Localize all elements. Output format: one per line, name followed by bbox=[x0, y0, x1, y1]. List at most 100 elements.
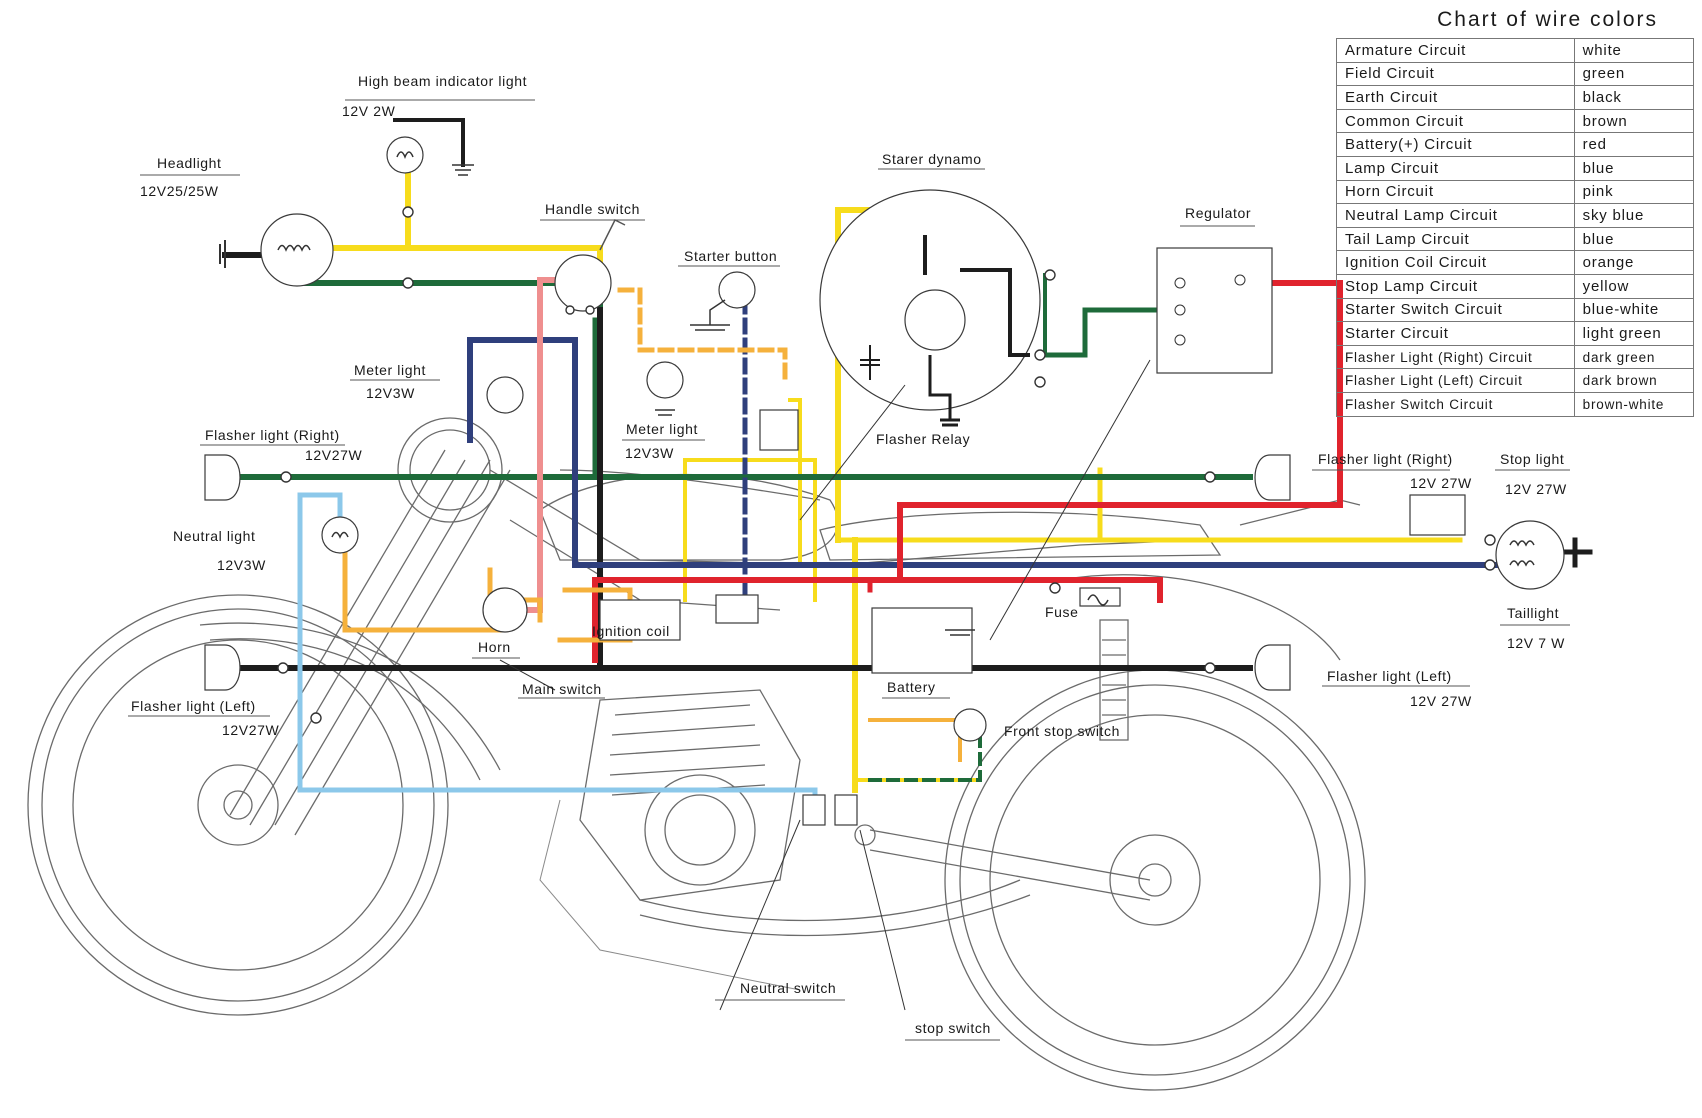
meter-light-right-rating: 12V3W bbox=[625, 445, 674, 461]
headlight-label: Headlight bbox=[157, 155, 222, 171]
high-beam-indicator-lamp bbox=[386, 136, 424, 174]
horn bbox=[482, 587, 528, 633]
neutral-switch-label: Neutral switch bbox=[740, 980, 836, 996]
main-switch bbox=[715, 594, 759, 624]
wire-color-name: brown bbox=[1573, 108, 1695, 134]
headlight-rating: 12V25/25W bbox=[140, 183, 219, 199]
ignition-coil-label: Ignition coil bbox=[592, 623, 670, 639]
circuit-name: Tail Lamp Circuit bbox=[1336, 226, 1575, 252]
front-stop-switch-label: Front stop switch bbox=[1004, 723, 1120, 739]
circuit-name: Starter Circuit bbox=[1336, 321, 1575, 346]
flasher-front-left-label: Flasher light (Left) bbox=[131, 698, 256, 714]
circuit-name: Starter Switch Circuit bbox=[1336, 297, 1575, 323]
wire-color-name: red bbox=[1573, 132, 1695, 157]
wire-color-name: dark green bbox=[1573, 344, 1695, 370]
flasher-front-right bbox=[204, 454, 241, 501]
components bbox=[204, 136, 1565, 826]
wire-color-name: light green bbox=[1573, 321, 1695, 346]
flasher-rear-left-label: Flasher light (Left) bbox=[1327, 668, 1452, 684]
wire-color-name: brown-white bbox=[1573, 391, 1695, 417]
circuit-name: Flasher Light (Left) Circuit bbox=[1336, 368, 1575, 393]
flasher-relay bbox=[759, 409, 799, 451]
circuit-name: Horn Circuit bbox=[1336, 179, 1575, 205]
circuit-name: Neutral Lamp Circuit bbox=[1336, 203, 1575, 228]
wire-color-name: yellow bbox=[1573, 273, 1695, 299]
flasher-front-left bbox=[204, 644, 241, 691]
neutral-light bbox=[321, 516, 359, 554]
wire-color-name: dark brown bbox=[1573, 368, 1695, 393]
fuse bbox=[1079, 587, 1121, 607]
taillight-rating: 12V 7 W bbox=[1507, 635, 1565, 651]
starter-button bbox=[718, 271, 756, 309]
circuit-name: Stop Lamp Circuit bbox=[1336, 273, 1575, 299]
handle-switch bbox=[554, 254, 612, 312]
fuse-label: Fuse bbox=[1045, 604, 1079, 620]
wire-color-name: green bbox=[1573, 61, 1695, 87]
handle-switch-label: Handle switch bbox=[545, 201, 640, 217]
flasher-rear-right bbox=[1254, 454, 1291, 501]
horn-label: Horn bbox=[478, 639, 511, 655]
battery-label: Battery bbox=[887, 679, 936, 695]
circuit-name: Flasher Switch Circuit bbox=[1336, 391, 1575, 417]
circuit-name: Ignition Coil Circuit bbox=[1336, 250, 1575, 275]
high-beam-label: High beam indicator light bbox=[358, 73, 527, 89]
circuit-name: Armature Circuit bbox=[1336, 38, 1575, 63]
stop-switch bbox=[834, 794, 858, 826]
meter-light-right-label: Meter light bbox=[626, 421, 698, 437]
neutral-light-rating: 12V3W bbox=[217, 557, 266, 573]
circuit-name: Battery(+) Circuit bbox=[1336, 132, 1575, 157]
wire-color-name: blue-white bbox=[1573, 297, 1695, 323]
circuit-name: Earth Circuit bbox=[1336, 85, 1575, 110]
front-stop-switch bbox=[953, 708, 987, 742]
wire-color-name: orange bbox=[1573, 250, 1695, 275]
labels: High beam indicator light 12V 2W Headlig… bbox=[128, 73, 1570, 1041]
wire-color-name: blue bbox=[1573, 155, 1695, 181]
circuit-name: Common Circuit bbox=[1336, 108, 1575, 134]
battery bbox=[871, 607, 973, 674]
circuit-name: Flasher Light (Right) Circuit bbox=[1336, 344, 1575, 370]
meter-light-left-label: Meter light bbox=[354, 362, 426, 378]
ignition-coil bbox=[599, 599, 681, 641]
flasher-front-right-label: Flasher light (Right) bbox=[205, 427, 340, 443]
taillight-label: Taillight bbox=[1507, 605, 1559, 621]
meter-light-right bbox=[646, 361, 684, 399]
flasher-rear-left bbox=[1254, 644, 1291, 691]
neutral-light-label: Neutral light bbox=[173, 528, 256, 544]
headlight-lamp bbox=[260, 213, 334, 287]
flasher-front-left-rating: 12V27W bbox=[222, 722, 279, 738]
wire-color-name: sky blue bbox=[1573, 203, 1695, 228]
circuit-name: Lamp Circuit bbox=[1336, 155, 1575, 181]
wire-color-name: pink bbox=[1573, 179, 1695, 205]
wire-color-name: blue bbox=[1573, 226, 1695, 252]
flasher-rear-right-label: Flasher light (Right) bbox=[1318, 451, 1453, 467]
flasher-front-right-rating: 12V27W bbox=[305, 447, 362, 463]
flasher-relay-label: Flasher Relay bbox=[876, 431, 970, 447]
starter-button-label: Starter button bbox=[684, 248, 777, 264]
stop-switch-label: stop switch bbox=[915, 1020, 991, 1036]
regulator-label: Regulator bbox=[1185, 205, 1251, 221]
chart-title: Chart of wire colors bbox=[1437, 8, 1658, 31]
flasher-rear-left-rating: 12V 27W bbox=[1410, 693, 1472, 709]
circuit-name: Field Circuit bbox=[1336, 61, 1575, 87]
high-beam-rating: 12V 2W bbox=[342, 103, 396, 119]
flasher-rear-right-rating: 12V 27W bbox=[1410, 475, 1472, 491]
